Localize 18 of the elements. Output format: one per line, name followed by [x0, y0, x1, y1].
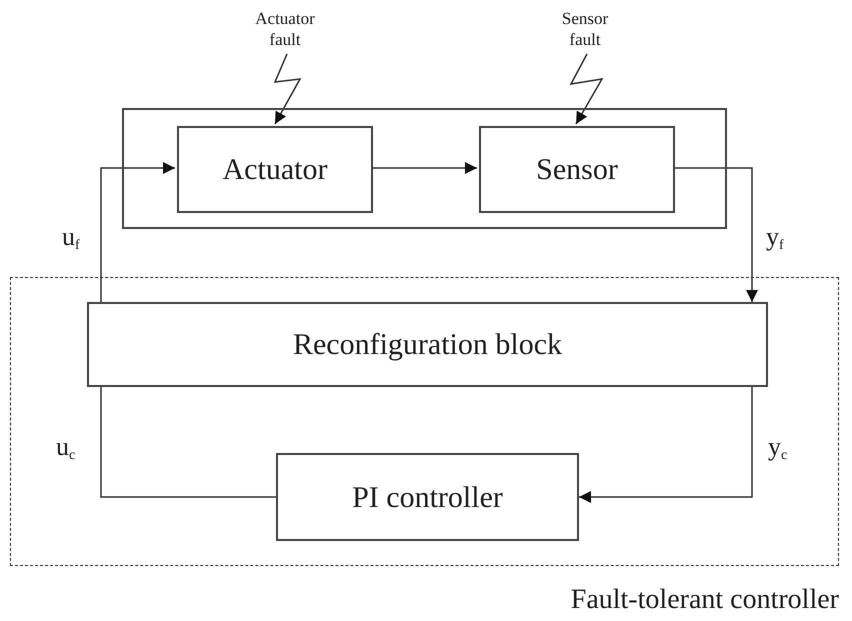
process-box: Sensor — [479, 126, 675, 213]
signal-label: y$_{f}$ — [766, 222, 784, 252]
process-box: Reconfiguration block — [87, 302, 768, 387]
signal-arrow — [371, 162, 477, 174]
group-title: Fault-tolerant controller — [570, 583, 839, 617]
fault-arrow — [274, 54, 302, 124]
fault-label: Actuator fault — [245, 4, 325, 54]
process-box: PI controller — [276, 453, 579, 541]
process-box: Actuator — [177, 126, 373, 213]
fault-arrow — [570, 54, 604, 124]
signal-arrow — [100, 162, 175, 302]
fault-label: Sensor fault — [552, 4, 618, 54]
signal-arrow — [579, 387, 753, 503]
plant-box — [122, 108, 727, 229]
signal-label: u$_{c}$ — [56, 432, 76, 462]
signal-label: y$_{c}$ — [768, 432, 788, 462]
signal-label: u$_{f}$ — [62, 222, 80, 252]
signal-arrow — [673, 167, 758, 302]
